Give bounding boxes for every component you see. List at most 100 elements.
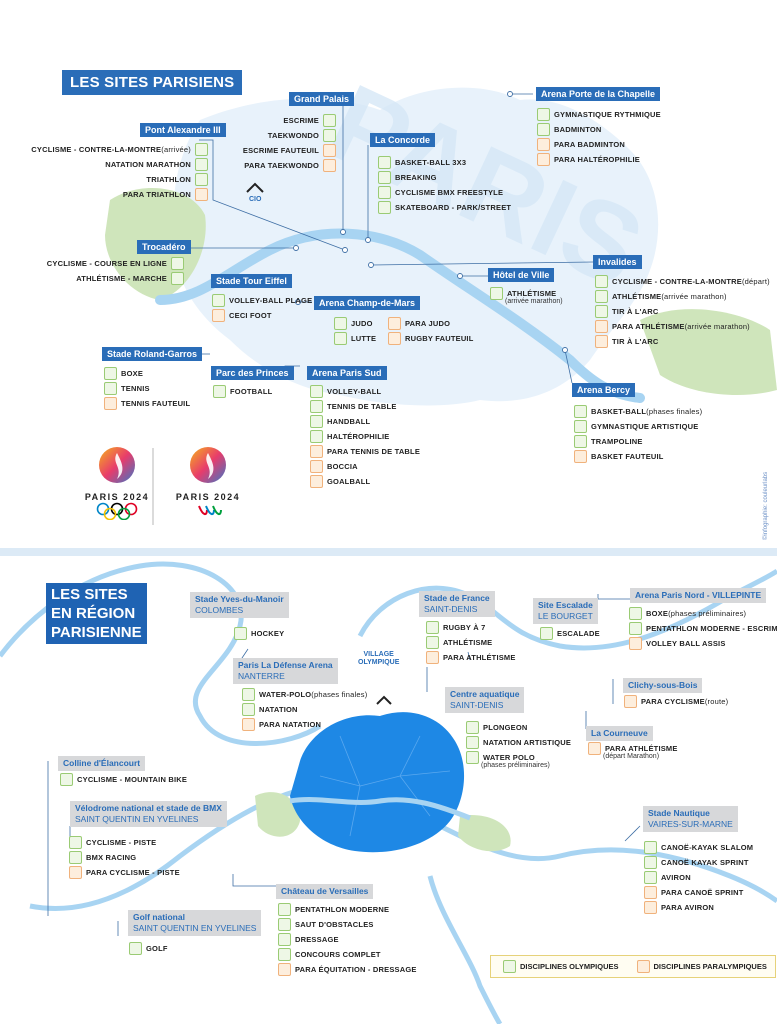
olympic-discipline-icon bbox=[104, 382, 117, 395]
discipline-label: PARA CYCLISME bbox=[641, 697, 705, 706]
venue-label-courneuve: La Courneuve bbox=[586, 726, 653, 741]
discipline-label: ATHLÉTISME - MARCHE bbox=[76, 274, 167, 283]
discipline-item: ESCALADE bbox=[536, 626, 600, 641]
olympic-discipline-icon bbox=[129, 942, 142, 955]
olympic-discipline-icon bbox=[574, 435, 587, 448]
discipline-item: DRESSAGE bbox=[274, 932, 417, 947]
discipline-label: ESCALADE bbox=[557, 629, 600, 638]
venue-city: NANTERRE bbox=[238, 671, 285, 681]
discipline-label: HOCKEY bbox=[251, 629, 285, 638]
paris-shape bbox=[173, 87, 659, 406]
discipline-item: PARA AVIRON bbox=[640, 900, 753, 915]
olympic-discipline-icon bbox=[595, 290, 608, 303]
bois-boulogne bbox=[255, 792, 300, 837]
discipline-label: GOLF bbox=[146, 944, 168, 953]
discipline-label: BREAKING bbox=[395, 173, 437, 182]
discipline-item: VOLLEY BALL ASSIS bbox=[625, 636, 777, 651]
discipline-item: JUDO bbox=[330, 316, 376, 331]
discipline-note: (phases préliminaires) bbox=[668, 609, 747, 618]
marne-river bbox=[438, 823, 777, 904]
venue-disciplines-clichy: PARA CYCLISME (route) bbox=[620, 694, 728, 709]
olympic-discipline-icon bbox=[378, 171, 391, 184]
discipline-label: PARA ATHLÉTISME bbox=[612, 322, 685, 331]
olympic-discipline-icon bbox=[212, 294, 225, 307]
discipline-label: GYMNASTIQUE ARTISTIQUE bbox=[591, 422, 699, 431]
discipline-item: CONCOURS COMPLET bbox=[274, 947, 417, 962]
discipline-item: PARA ATHLÉTISME bbox=[584, 741, 678, 756]
discipline-item: NATATION ARTISTIQUE bbox=[462, 735, 571, 750]
olympic-discipline-icon bbox=[69, 836, 82, 849]
discipline-label: PARA TAEKWONDO bbox=[244, 161, 319, 170]
olympic-discipline-icon bbox=[574, 405, 587, 418]
discipline-item: ATHLÉTISME - MARCHE bbox=[76, 271, 188, 286]
paralympic-discipline-icon bbox=[195, 188, 208, 201]
discipline-label: CANOË-KAYAK SLALOM bbox=[661, 843, 754, 852]
discipline-item: WATER-POLO (phases finales) bbox=[238, 687, 367, 702]
discipline-item: RUGBY FAUTEUIL bbox=[384, 331, 474, 346]
venue-disciplines-defense: WATER-POLO (phases finales) NATATION PARA … bbox=[238, 687, 367, 732]
discipline-item: ESCRIME FAUTEUIL bbox=[243, 143, 340, 158]
discipline-label: BASKET FAUTEUIL bbox=[591, 452, 664, 461]
discipline-item: PARA NATATION bbox=[238, 717, 367, 732]
discipline-label: SAUT D'OBSTACLES bbox=[295, 920, 374, 929]
olympic-discipline-icon bbox=[629, 607, 642, 620]
olympic-discipline-icon bbox=[171, 257, 184, 270]
discipline-item: BMX RACING bbox=[65, 850, 180, 865]
discipline-label: VOLLEY-BALL bbox=[327, 387, 382, 396]
discipline-item: PARA ATHLÉTISME bbox=[422, 650, 516, 665]
olympic-discipline-icon bbox=[466, 736, 479, 749]
flame-icon bbox=[190, 447, 226, 483]
discipline-item: BADMINTON bbox=[533, 122, 661, 137]
discipline-label: NATATION bbox=[259, 705, 298, 714]
discipline-note: (phases finales) bbox=[311, 690, 368, 699]
venue-disciplines-pont-alexandre: CYCLISME - CONTRE-LA-MONTRE (arrivée)NAT… bbox=[20, 142, 212, 202]
venue-name: Golf national bbox=[133, 912, 185, 922]
venue-disciplines-versailles: PENTATHLON MODERNE SAUT D'OBSTACLES DRESSA… bbox=[274, 902, 417, 977]
discipline-item: TRAMPOLINE bbox=[570, 434, 702, 449]
discipline-item: ATHLÉTISME bbox=[422, 635, 516, 650]
discipline-item: CYCLISME - CONTRE-LA-MONTRE (arrivée) bbox=[31, 142, 212, 157]
venue-disciplines-hotel-ville: ATHLÉTISME(arrivée marathon) bbox=[486, 286, 563, 305]
discipline-label: PARA ATHLÉTISME bbox=[443, 653, 516, 662]
discipline-label: TIR À L'ARC bbox=[612, 337, 659, 346]
discipline-label: CYCLISME - CONTRE-LA-MONTRE bbox=[31, 145, 162, 154]
olympic-discipline-icon bbox=[466, 751, 479, 764]
venue-name: Centre aquatique bbox=[450, 689, 520, 699]
discipline-note: (arrivée marathon) bbox=[684, 322, 750, 331]
discipline-item: SAUT D'OBSTACLES bbox=[274, 917, 417, 932]
venue-label-elancourt: Colline d'Élancourt bbox=[58, 756, 146, 771]
paris2024-paralympic-logo: PARIS 2024 bbox=[168, 445, 248, 525]
discipline-label: LUTTE bbox=[351, 334, 377, 343]
paralympic-discipline-icon bbox=[310, 475, 323, 488]
venue-note: (arrivée marathon) bbox=[505, 298, 563, 305]
discipline-item: SKATEBOARD - PARK/STREET bbox=[374, 200, 511, 215]
discipline-label: BMX RACING bbox=[86, 853, 137, 862]
paralympic-discipline-icon bbox=[323, 159, 336, 172]
venue-note: (phases préliminaires) bbox=[481, 762, 550, 769]
discipline-label: BASKET-BALL 3X3 bbox=[395, 158, 467, 167]
discipline-label: WATER POLO bbox=[483, 753, 535, 762]
discipline-note: (arrivée) bbox=[161, 145, 191, 154]
discipline-label: HANDBALL bbox=[327, 417, 371, 426]
credit-text: ©infographie: couleurlabs bbox=[763, 471, 769, 540]
paralympic-discipline-icon bbox=[588, 742, 601, 755]
paralympic-discipline-icon bbox=[388, 317, 401, 330]
paris-shape bbox=[290, 712, 465, 853]
paralympic-discipline-icon bbox=[624, 695, 637, 708]
discipline-item: CYCLISME - MOUNTAIN BIKE bbox=[56, 772, 187, 787]
discipline-item: LUTTE bbox=[330, 331, 376, 346]
venue-name: Stade Yves-du-Manoir bbox=[195, 594, 284, 604]
discipline-item: GOALBALL bbox=[306, 474, 420, 489]
discipline-item: CECI FOOT bbox=[208, 308, 312, 323]
discipline-item: PARA TRIATHLON bbox=[123, 187, 212, 202]
discipline-item: RUGBY À 7 bbox=[422, 620, 516, 635]
discipline-label: PENTATHLON MODERNE bbox=[295, 905, 390, 914]
olympic-discipline-icon bbox=[213, 385, 226, 398]
discipline-item: HALTÉROPHILIE bbox=[306, 429, 420, 444]
